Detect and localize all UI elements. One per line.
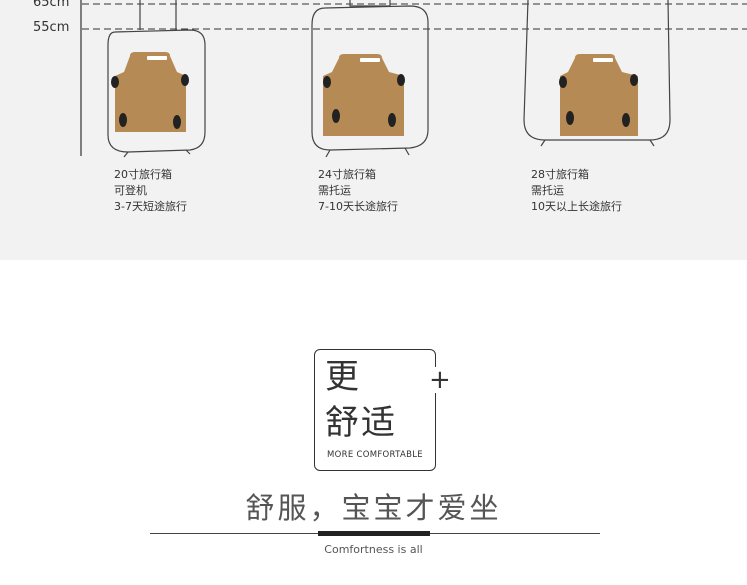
- badge-title-bottom: 舒适: [325, 403, 397, 443]
- comfort-badge: 更 舒适 MORE COMFORTABLE: [314, 349, 436, 471]
- caption-duration: 10天以上长途旅行: [531, 200, 622, 213]
- caption-duration: 3-7天短途旅行: [114, 200, 187, 213]
- caption-size: 20寸旅行箱: [114, 168, 172, 181]
- slogan: 舒服，宝宝才爱坐: [245, 491, 502, 525]
- caption-size: 24寸旅行箱: [318, 168, 376, 181]
- height-label-55cm: 55cm: [33, 20, 70, 35]
- divider-accent: [318, 531, 430, 536]
- suitcase-24-inch: [311, 0, 429, 158]
- badge-title-top: 更: [325, 357, 359, 397]
- plus-icon: +: [427, 365, 453, 395]
- suitcase-20-inch: [107, 0, 206, 158]
- caption-size: 28寸旅行箱: [531, 168, 589, 181]
- suitcase-28-inch: [523, 0, 671, 147]
- child-backpack-1: [111, 52, 189, 132]
- caption-boarding: 可登机: [114, 184, 147, 197]
- badge-subtitle: MORE COMFORTABLE: [327, 450, 423, 460]
- child-backpack-3: [559, 54, 638, 136]
- caption-duration: 7-10天长途旅行: [318, 200, 398, 213]
- caption-boarding: 需托运: [531, 184, 564, 197]
- footer-tagline: Comfortness is all: [324, 543, 423, 556]
- size-comparison-illustration: [80, 0, 747, 158]
- height-label-65cm: 65cm: [33, 0, 70, 10]
- child-backpack-2: [323, 54, 405, 136]
- caption-suitcase-24: 24寸旅行箱 需托运 7-10天长途旅行: [318, 167, 398, 215]
- caption-suitcase-28: 28寸旅行箱 需托运 10天以上长途旅行: [531, 167, 622, 215]
- caption-boarding: 需托运: [318, 184, 351, 197]
- caption-suitcase-20: 20寸旅行箱 可登机 3-7天短途旅行: [114, 167, 187, 215]
